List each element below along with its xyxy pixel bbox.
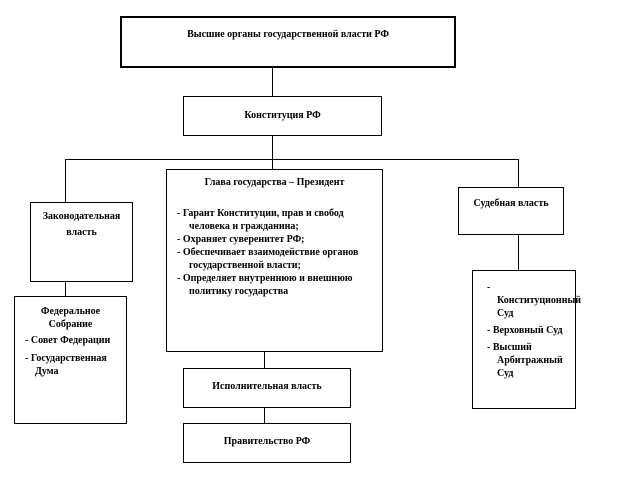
chamber-item: Государственная Дума (23, 352, 120, 378)
president-function-item: Охраняет суверенитет РФ; (177, 233, 372, 246)
top-title: Высшие органы государственной власти РФ (187, 29, 389, 40)
executive-box: Исполнительная власть (183, 368, 351, 408)
top-box: Высшие органы государственной власти РФ (120, 16, 456, 68)
connector-president-executive (264, 352, 265, 368)
president-title: Глава государства – Президент (204, 177, 345, 188)
constitution-box: Конституция РФ (183, 96, 382, 136)
legislative-box: Законодательная власть (30, 202, 133, 282)
federal-assembly-title: Федеральное Собрание (40, 306, 101, 330)
court-item: Конституционный Суд (479, 281, 581, 320)
connector-executive-government (264, 408, 265, 423)
federal-assembly-box: Федеральное Собрание Совет Федерации Гос… (14, 296, 127, 424)
president-function-item: Обеспечивает взаимодействие органов госу… (177, 246, 372, 272)
connector-bus-president (272, 159, 273, 169)
courts-box: Конституционный Суд Верховный Суд Высший… (472, 270, 581, 409)
connector-constitution-hub (272, 136, 273, 159)
connector-judicial-courts (518, 235, 519, 270)
government-box: Правительство РФ (183, 423, 351, 463)
government-label: Правительство РФ (223, 436, 311, 447)
executive-label: Исполнительная власть (212, 381, 322, 392)
connector-horizontal-bus (65, 159, 518, 160)
connector-bus-judicial (518, 159, 519, 187)
president-box: Глава государства – Президент Гарант Кон… (166, 169, 383, 352)
legislative-label: Законодательная власть (42, 211, 121, 238)
chamber-item: Совет Федерации (23, 334, 120, 347)
president-function-item: Гарант Конституции, прав и свобод челове… (177, 207, 372, 233)
judicial-box: Судебная власть (458, 187, 564, 235)
court-item: Высший Арбитражный Суд (479, 341, 569, 380)
court-item: Верховный Суд (479, 324, 569, 337)
constitution-label: Конституция РФ (244, 110, 321, 121)
connector-top-constitution (272, 68, 273, 96)
president-functions-list: Гарант Конституции, прав и свобод челове… (177, 207, 372, 298)
judicial-label: Судебная власть (473, 198, 549, 209)
courts-list: Конституционный Суд Верховный Суд Высший… (479, 281, 581, 380)
president-function-item: Определяет внутреннюю и внешнюю политику… (177, 272, 372, 298)
federal-assembly-chambers-list: Совет Федерации Государственная Дума (23, 334, 120, 378)
connector-legislative-assembly (65, 282, 66, 296)
connector-bus-legislative (65, 159, 66, 202)
